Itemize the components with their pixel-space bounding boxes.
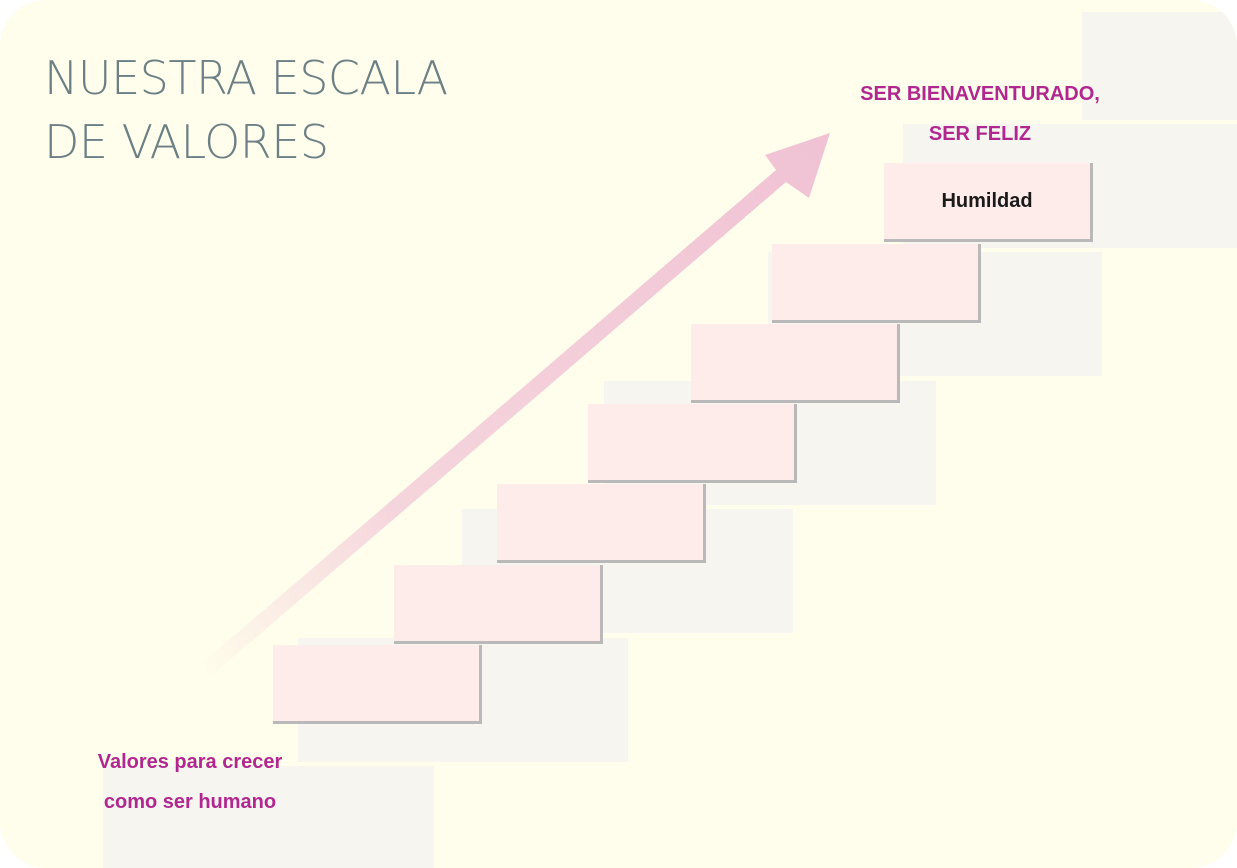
goal-label: SER BIENAVENTURADO, SER FELIZ <box>800 74 1160 154</box>
stair-step-6 <box>772 244 981 323</box>
page-title: NUESTRA ESCALA DE VALORES <box>44 46 448 174</box>
caption-label: Valores para crecer como ser humano <box>50 742 330 822</box>
background-block <box>1082 12 1237 120</box>
growth-arrow-shape <box>200 133 830 677</box>
stair-step-1 <box>273 645 482 724</box>
stair-step-4 <box>588 404 797 483</box>
stair-step-2 <box>394 565 603 644</box>
page-title-line-1: NUESTRA ESCALA <box>44 51 448 105</box>
page-title-line-2: DE VALORES <box>44 115 329 169</box>
caption-label-line-2: como ser humano <box>103 791 277 813</box>
stair-step-humildad: Humildad <box>884 163 1093 242</box>
goal-label-line-2: SER FELIZ <box>928 123 1032 145</box>
background-block <box>103 766 434 868</box>
stair-step-5 <box>691 324 900 403</box>
stair-step-3 <box>497 484 706 563</box>
caption-label-line-1: Valores para crecer <box>97 751 283 773</box>
goal-label-line-1: SER BIENAVENTURADO, <box>860 83 1100 105</box>
